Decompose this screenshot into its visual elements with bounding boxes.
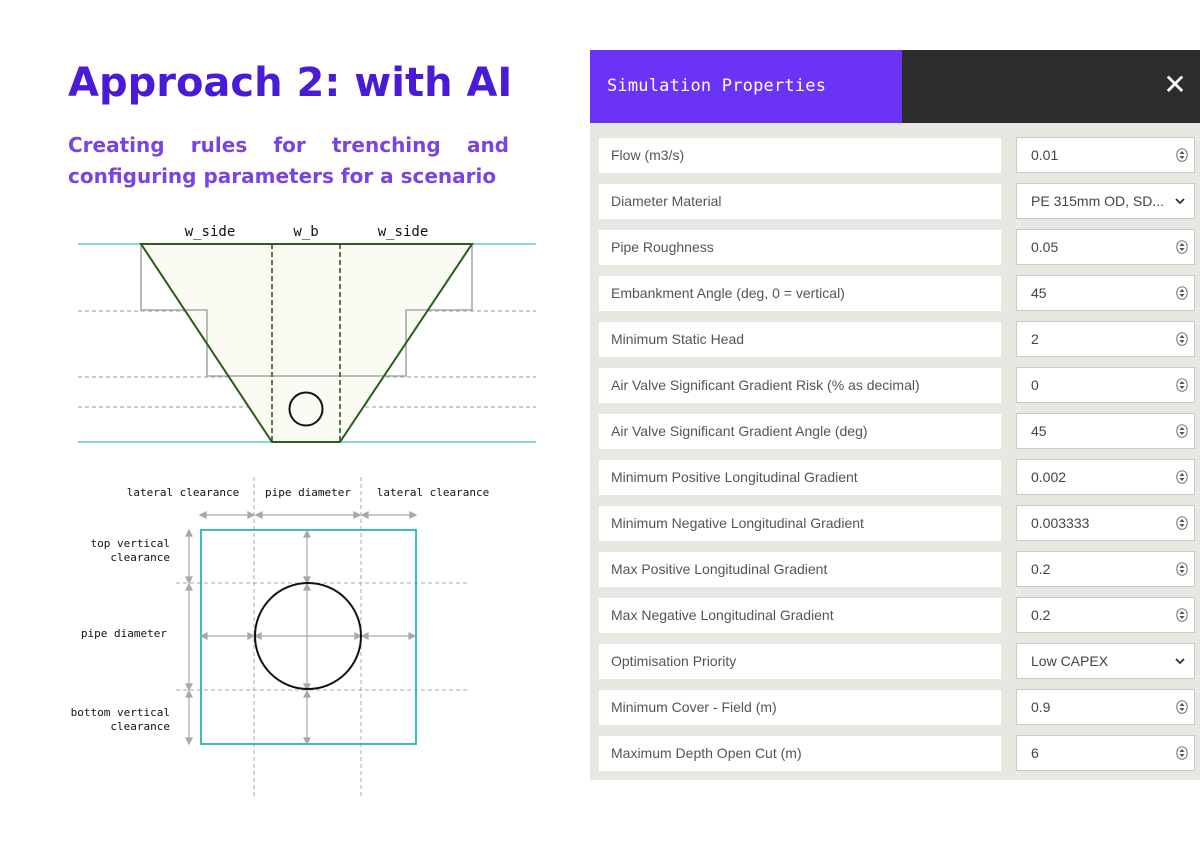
property-label: Minimum Cover - Field (m)	[599, 690, 1001, 725]
up-down-spinner-icon[interactable]	[1176, 424, 1188, 438]
pipe-circle-large	[254, 582, 362, 690]
slide-subtitle: Creating rules for trenching and configu…	[68, 133, 509, 188]
property-value: 45	[1031, 423, 1047, 439]
property-value: Low CAPEX	[1031, 653, 1109, 669]
chevron-down-icon[interactable]	[1175, 197, 1185, 205]
property-row: Diameter Material PE 315mm OD, SD...	[590, 183, 1200, 230]
property-label: Minimum Positive Longitudinal Gradient	[599, 460, 1001, 495]
property-row: Max Positive Longitudinal Gradient 0.2	[590, 551, 1200, 598]
property-number-input[interactable]: 6	[1016, 735, 1195, 771]
trench-outline	[139, 243, 474, 443]
property-row: Optimisation Priority Low CAPEX	[590, 643, 1200, 690]
property-value: 0	[1031, 377, 1039, 393]
property-value: 0.002	[1031, 469, 1067, 485]
label-lateral-clearance-right: lateral clearance	[377, 486, 490, 499]
up-down-spinner-icon[interactable]	[1176, 148, 1188, 162]
property-value: 0.003333	[1031, 515, 1090, 531]
stepped-trench-outline	[140, 244, 473, 377]
depth-guide-lines	[78, 310, 536, 408]
close-icon[interactable]: ✕	[1163, 68, 1187, 101]
property-number-input[interactable]: 0.2	[1016, 551, 1195, 587]
property-label: Max Positive Longitudinal Gradient	[599, 552, 1001, 587]
property-number-input[interactable]: 0	[1016, 367, 1195, 403]
property-number-input[interactable]: 2	[1016, 321, 1195, 357]
label-bottom-vertical-line2: clearance	[110, 720, 170, 733]
property-row: Air Valve Significant Gradient Angle (de…	[590, 413, 1200, 460]
label-top-vertical-line1: top vertical	[91, 537, 170, 550]
property-label: Maximum Depth Open Cut (m)	[599, 736, 1001, 771]
property-label: Minimum Negative Longitudinal Gradient	[599, 506, 1001, 541]
up-down-spinner-icon[interactable]	[1176, 562, 1188, 576]
pipe-circle	[288, 391, 324, 427]
property-label: Optimisation Priority	[599, 644, 1001, 679]
up-down-spinner-icon[interactable]	[1176, 516, 1188, 530]
panel-header: Simulation Properties ✕	[590, 50, 1200, 123]
property-row: Minimum Cover - Field (m) 0.9	[590, 689, 1200, 736]
clearance-box	[200, 529, 417, 745]
property-number-input[interactable]: 45	[1016, 413, 1195, 449]
label-w-b: w_b	[293, 224, 318, 240]
property-row: Air Valve Significant Gradient Risk (% a…	[590, 367, 1200, 414]
property-label: Minimum Static Head	[599, 322, 1001, 357]
property-row: Embankment Angle (deg, 0 = vertical) 45	[590, 275, 1200, 322]
property-number-input[interactable]: 0.003333	[1016, 505, 1195, 541]
property-value: 0.2	[1031, 607, 1051, 623]
property-label: Pipe Roughness	[599, 230, 1001, 265]
property-number-input[interactable]: 0.2	[1016, 597, 1195, 633]
label-lateral-clearance-left: lateral clearance	[127, 486, 240, 499]
property-label: Air Valve Significant Gradient Angle (de…	[599, 414, 1001, 449]
property-value: PE 315mm OD, SD...	[1031, 193, 1165, 209]
up-down-spinner-icon[interactable]	[1176, 746, 1188, 760]
up-down-spinner-icon[interactable]	[1176, 378, 1188, 392]
label-w-side-right: w_side	[378, 224, 429, 240]
property-number-input[interactable]: 0.05	[1016, 229, 1195, 265]
property-row: Pipe Roughness 0.05	[590, 229, 1200, 276]
property-number-input[interactable]: 0.9	[1016, 689, 1195, 725]
property-number-input[interactable]: 45	[1016, 275, 1195, 311]
up-down-spinner-icon[interactable]	[1176, 240, 1188, 254]
property-row: Minimum Static Head 2	[590, 321, 1200, 368]
up-down-spinner-icon[interactable]	[1176, 286, 1188, 300]
property-row: Minimum Negative Longitudinal Gradient 0.…	[590, 505, 1200, 552]
clearance-diagram: lateral clearance pipe diameter lateral …	[71, 477, 490, 796]
label-pipe-diameter-top: pipe diameter	[265, 486, 351, 499]
up-down-spinner-icon[interactable]	[1176, 332, 1188, 346]
label-pipe-diameter-left: pipe diameter	[81, 627, 167, 640]
chevron-down-icon[interactable]	[1175, 657, 1185, 665]
property-row: Minimum Positive Longitudinal Gradient 0.…	[590, 459, 1200, 506]
property-label: Embankment Angle (deg, 0 = vertical)	[599, 276, 1001, 311]
property-value: 2	[1031, 331, 1039, 347]
label-bottom-vertical-line1: bottom vertical	[71, 706, 170, 719]
property-label: Air Valve Significant Gradient Risk (% a…	[599, 368, 1001, 403]
property-number-input[interactable]: 0.01	[1016, 137, 1195, 173]
property-value: 45	[1031, 285, 1047, 301]
property-value: 0.05	[1031, 239, 1059, 255]
panel-title: Simulation Properties	[590, 50, 902, 123]
dimension-arrows	[185, 511, 418, 746]
label-top-vertical-line2: clearance	[110, 551, 170, 564]
property-value: 6	[1031, 745, 1039, 761]
property-select[interactable]: Low CAPEX	[1016, 643, 1195, 679]
property-row: Max Negative Longitudinal Gradient 0.2	[590, 597, 1200, 644]
up-down-spinner-icon[interactable]	[1176, 470, 1188, 484]
property-label: Diameter Material	[599, 184, 1001, 219]
property-value: 0.2	[1031, 561, 1051, 577]
trench-diagram: w_side w_b w_side	[78, 224, 536, 443]
property-label: Flow (m3/s)	[599, 138, 1001, 173]
slide-title: Approach 2: with AI	[68, 60, 513, 106]
property-row: Maximum Depth Open Cut (m) 6	[590, 735, 1200, 782]
up-down-spinner-icon[interactable]	[1176, 700, 1188, 714]
trench-fill	[141, 244, 472, 442]
property-row: Flow (m3/s) 0.01	[590, 137, 1200, 184]
property-label: Max Negative Longitudinal Gradient	[599, 598, 1001, 633]
property-select[interactable]: PE 315mm OD, SD...	[1016, 183, 1195, 219]
property-number-input[interactable]: 0.002	[1016, 459, 1195, 495]
label-w-side-left: w_side	[185, 224, 236, 240]
property-value: 0.9	[1031, 699, 1051, 715]
centre-dashed-lines	[271, 244, 341, 442]
up-down-spinner-icon[interactable]	[1176, 608, 1188, 622]
property-value: 0.01	[1031, 147, 1059, 163]
